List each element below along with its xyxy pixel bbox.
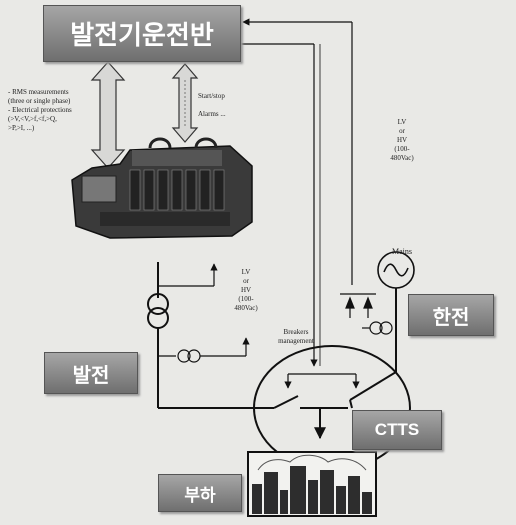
generator-sensing [158,263,250,363]
breakers-control-line [240,43,321,367]
generator-engine-image [71,137,253,239]
mains-sensing [340,293,393,335]
transfer-switches [273,373,360,440]
start-stop-note: Start/stop Alarms ... [198,92,226,118]
generator-control-panel-title: 발전기운전반 [43,5,241,62]
generator-voltage-note: LV or HV (100- 480Vac) [234,268,258,312]
utility-power-label: 한전 [408,294,494,336]
load-label: 부하 [158,474,242,512]
feedback-line-top [242,18,353,285]
mains-source-symbol [377,251,415,289]
mains-feeder-lines [349,288,397,401]
ctts-label: CTTS [352,410,442,450]
mains-voltage-note: LV or HV (100- 480Vac) [390,118,414,162]
breakers-management-note: Breakers management [278,328,314,345]
measurements-note: - RMS measurements (three or single phas… [8,88,72,132]
load-city-image [247,451,377,517]
control-double-arrow [171,63,199,143]
mains-label: Mains [392,247,412,256]
generation-label: 발전 [44,352,138,394]
